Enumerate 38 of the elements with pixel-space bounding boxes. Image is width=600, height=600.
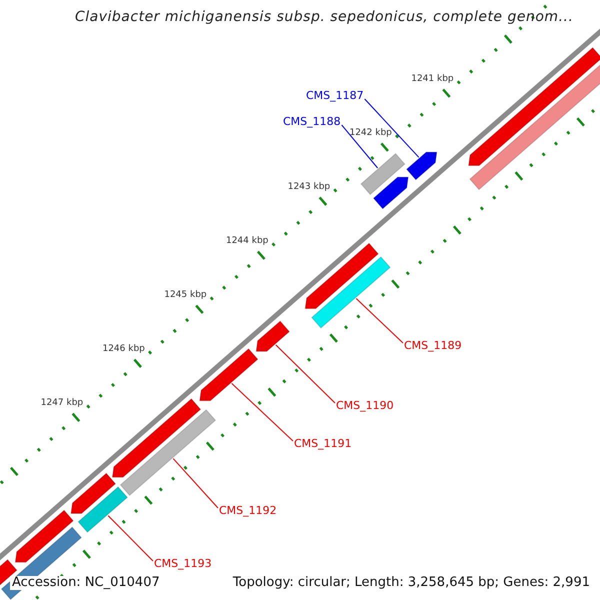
genome-info-text: Topology: circular; Length: 3,258,645 bp; Genes: 2,991	[230, 576, 592, 590]
leader-line	[231, 382, 294, 442]
scale-label: 1241 kbp	[411, 75, 454, 86]
leader-line	[108, 515, 154, 562]
scale-label: 1245 kbp	[164, 291, 207, 302]
leader-line	[356, 298, 404, 344]
scale-label: 1246 kbp	[102, 345, 145, 356]
gene-label: CMS_1190	[336, 400, 394, 412]
gene-bar	[78, 486, 128, 533]
gene-feature	[256, 320, 290, 352]
gene-label: CMS_1188	[283, 116, 341, 128]
gene-label: CMS_1189	[404, 340, 462, 352]
scale-label: 1247 kbp	[40, 399, 84, 410]
scale-label: 1242 kbp	[349, 129, 392, 140]
gene-label: CMS_1191	[294, 438, 352, 450]
gene-label: CMS_1193	[154, 558, 212, 570]
leader-line	[275, 344, 336, 404]
gene-label: CMS_1192	[219, 505, 277, 518]
gene-bar	[360, 152, 406, 196]
leader-line	[341, 124, 378, 168]
gene-feature	[304, 242, 379, 310]
gene-feature	[14, 510, 74, 563]
gene-bar	[469, 64, 600, 190]
gene-feature	[112, 398, 202, 478]
scale-label: 1243 kbp	[288, 183, 330, 194]
gene-feature	[70, 472, 116, 514]
gene-feature	[199, 348, 258, 402]
gene-bar	[311, 256, 391, 329]
accession-text: Accession: NC_010407	[10, 576, 162, 590]
gene-label: CMS_1187	[306, 90, 364, 102]
gene-bar	[120, 409, 216, 496]
scale-label: 1244 kbp	[226, 237, 268, 248]
gene-feature	[406, 152, 438, 180]
map-title: Clavibacter michiganensis subsp. sepedonicus, complete genom...	[75, 10, 574, 26]
leader-line	[172, 458, 218, 508]
leader-line	[364, 98, 420, 158]
gene-feature	[372, 176, 409, 210]
gene-feature	[468, 46, 600, 166]
